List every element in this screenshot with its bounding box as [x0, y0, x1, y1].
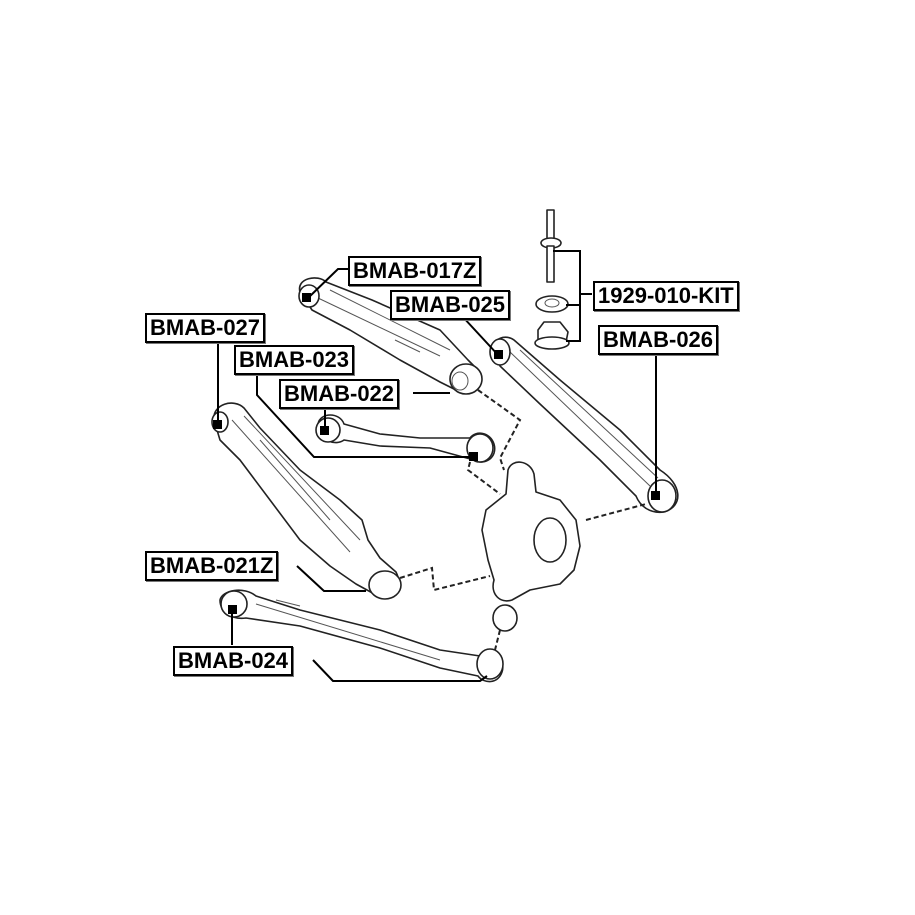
label-bmab-022: BMAB-022: [279, 379, 400, 409]
label-1929-010-kit: 1929-010-KIT: [593, 281, 739, 311]
connection-line: [466, 461, 501, 495]
leader-021z: [296, 565, 366, 592]
leader-024: [231, 610, 488, 682]
marker-025: [494, 350, 503, 359]
marker-027: [213, 420, 222, 429]
leader-025: [461, 315, 500, 357]
label-bmab-017z: BMAB-017Z: [348, 256, 482, 286]
camber-link-022: [315, 414, 496, 463]
label-bmab-024: BMAB-024: [173, 646, 294, 676]
marker-026: [651, 491, 660, 500]
connection-line: [494, 629, 501, 651]
label-bmab-025: BMAB-025: [390, 290, 511, 320]
wheel-knuckle: [481, 461, 581, 632]
marker-023: [469, 452, 478, 461]
trailing-arm-026: [489, 336, 679, 514]
leader-017z: [306, 268, 348, 300]
label-bmab-021z: BMAB-021Z: [145, 551, 279, 581]
connection-line: [399, 566, 491, 592]
bolt-kit: [534, 209, 570, 350]
connection-line: [585, 503, 647, 521]
connection-line: [477, 389, 522, 471]
label-bmab-026: BMAB-026: [598, 325, 719, 355]
marker-024: [228, 605, 237, 614]
label-bmab-027: BMAB-027: [145, 313, 266, 343]
marker-022: [320, 426, 329, 435]
leader-023: [256, 372, 474, 458]
marker-017z: [302, 293, 311, 302]
lower-link-024: [219, 589, 504, 683]
label-bmab-023: BMAB-023: [234, 345, 355, 375]
leader-kit-bracket: [553, 250, 592, 342]
upper-control-arm-017z: [298, 277, 483, 395]
